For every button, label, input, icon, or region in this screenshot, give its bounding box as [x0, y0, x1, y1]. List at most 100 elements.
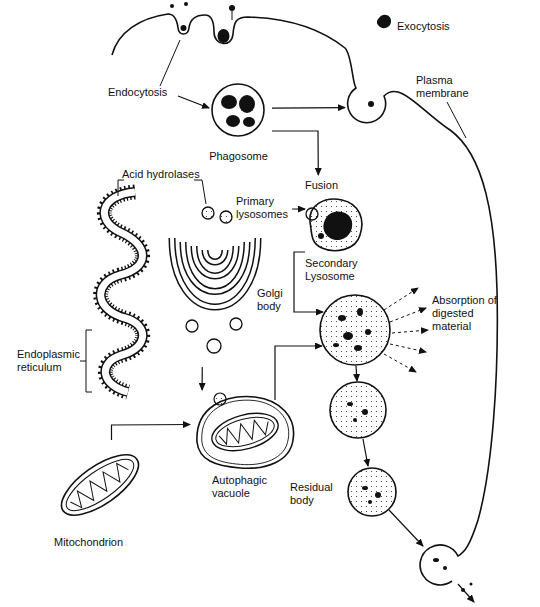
annotation-label: Plasma membrane: [416, 74, 478, 100]
dashed-arrow: [390, 308, 426, 322]
golgi-cisterna: [183, 242, 247, 292]
digesting-particle: [333, 343, 339, 347]
particle: [229, 5, 235, 11]
vacuole-inner: [202, 400, 289, 465]
golgi-vesicle: [207, 339, 221, 353]
residue: [443, 566, 447, 570]
organelle-node: Mitochondrion: [40, 440, 170, 560]
organelle-node: FusionSecondary Lysosome: [305, 175, 375, 285]
mitochondrion-shape: [52, 444, 148, 527]
flow-arrow: [389, 510, 423, 546]
residual-body-shape: [348, 468, 396, 516]
digesting-particle: [354, 345, 362, 351]
annotation-label: Endocytosis: [108, 86, 183, 99]
golgi-cisterna: [172, 238, 258, 307]
ingested-particle: [323, 212, 352, 240]
particle: [181, 25, 187, 31]
released-particle: [377, 15, 391, 28]
digesting-particle: [357, 308, 363, 316]
ingested-particle: [239, 95, 255, 113]
golgi-cisterna: [205, 250, 225, 262]
golgi-vesicle: [186, 320, 198, 332]
residue: [362, 409, 368, 415]
flow-arrow: [272, 107, 345, 109]
organelle-node: Golgi body: [160, 232, 288, 367]
organelle-label: Endoplasmic reticulum: [17, 348, 89, 374]
golgi-stack: [172, 238, 258, 307]
dashed-arrow: [384, 288, 418, 310]
organelle-node: Residual body: [290, 465, 400, 520]
annotation-label: Absorption of digested material: [432, 294, 500, 333]
particle: [218, 29, 230, 43]
digestive-vacuole: [320, 295, 390, 365]
residue: [433, 558, 439, 562]
flow-arrow: [202, 367, 203, 390]
ingested-particle: [318, 233, 324, 239]
residue: [375, 492, 381, 498]
released-residue: [470, 583, 473, 586]
er-membrane: [101, 192, 143, 392]
absorption-arrows: [384, 288, 428, 372]
organelle-node: Autophagic vacuole: [190, 390, 300, 505]
bracket: [80, 330, 92, 392]
ingested-particle: [226, 115, 240, 127]
secondary-lysosome-outline: [310, 199, 362, 251]
primary-lysosome: [202, 207, 214, 219]
particle: [170, 4, 174, 8]
engulfed-mitochondrion: [208, 407, 282, 457]
organelle-node: Phagosome: [205, 80, 272, 165]
dashed-arrow: [390, 344, 426, 352]
organelle-label: Mitochondrion: [54, 536, 154, 549]
vacuole-outer: [197, 397, 294, 469]
leader-line: [160, 40, 180, 86]
residue: [362, 486, 368, 490]
particle-stalk: [232, 11, 233, 20]
bracket: [118, 180, 206, 204]
mito-inner: [59, 451, 141, 520]
flow-arrow: [112, 425, 191, 441]
golgi-vesicle: [230, 318, 242, 330]
flow-arrow: [292, 208, 305, 209]
golgi-cisterna: [194, 246, 236, 276]
residue: [353, 418, 357, 422]
ingested-particle: [221, 95, 237, 109]
digesting-particle: [338, 315, 346, 321]
mito-outer: [208, 407, 282, 457]
mito-cristae: [67, 459, 131, 512]
residue: [368, 500, 372, 504]
golgi-cisterna: [194, 246, 236, 276]
golgi-cisterna: [205, 250, 225, 262]
mito-outer: [52, 444, 148, 527]
particle: [368, 101, 374, 107]
primary-lysosome: [220, 211, 232, 223]
digesting-particle: [343, 332, 353, 340]
dashed-arrow: [392, 330, 428, 333]
fusing-lysosome: [214, 393, 226, 405]
organelle-label: Autophagic vacuole: [212, 474, 282, 500]
golgi-cisterna: [183, 242, 247, 292]
ingested-particle: [243, 117, 255, 127]
golgi-cisterna: [172, 238, 258, 307]
organelle-label: Exocytosis: [397, 20, 459, 33]
organelle-label: Primary lysosomes: [236, 195, 294, 221]
flow-arrow: [363, 439, 368, 466]
ribosome-dots: [101, 192, 143, 392]
residue: [347, 402, 353, 406]
organelle-label: Fusion: [305, 179, 345, 192]
flow-arrow: [178, 96, 209, 108]
organelle-label: Phagosome: [205, 150, 272, 163]
organelle-label: Secondary Lysosome: [305, 257, 375, 283]
phagosome-outline: [212, 84, 264, 136]
organelle-node: Endoplasmic reticulum: [15, 185, 155, 400]
flow-arrow: [275, 346, 322, 400]
dashed-arrow: [384, 354, 416, 372]
mito-cristae: [218, 417, 272, 448]
flow-arrow: [458, 584, 474, 602]
organelle-label: Golgi body: [257, 287, 291, 313]
digesting-particle: [365, 329, 371, 335]
fusing-lysosome: [306, 208, 318, 220]
annotation-label: Acid hydrolases: [122, 168, 217, 181]
leader-line: [447, 102, 466, 138]
organelle-label: Residual body: [290, 481, 345, 507]
